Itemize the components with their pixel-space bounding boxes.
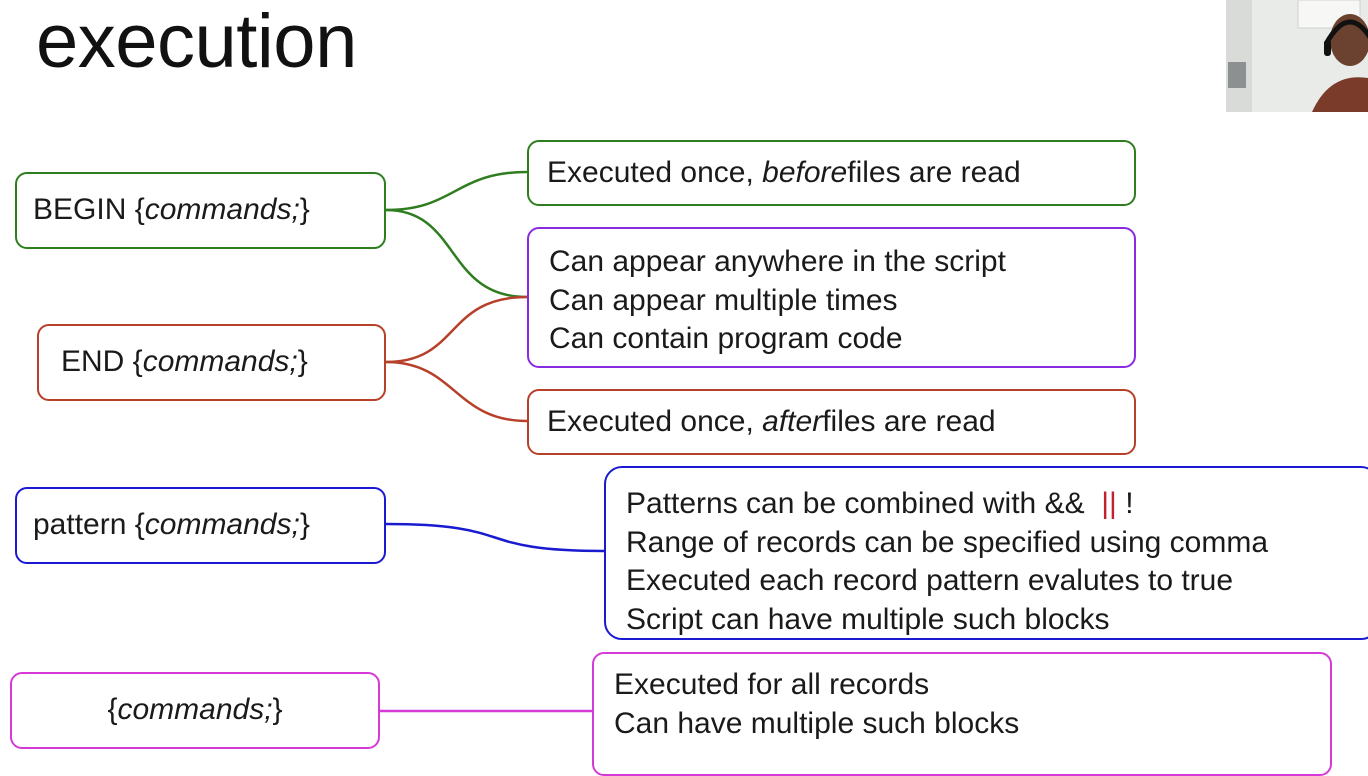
slide-title: execution [36,0,357,84]
end-note-emphasis: after [762,404,823,438]
begin-close-brace: } [299,193,310,227]
pattern-connector [385,522,605,553]
pattern-note: Patterns can be combined with && || ! Ra… [604,466,1368,640]
end-keyword: END { [61,345,143,379]
pattern-commands: commands; [144,508,300,542]
pattern-close-brace: } [299,508,310,542]
begin-to-common-connector [385,208,528,299]
pattern-note-line: Script can have multiple such blocks [626,602,1110,636]
end-to-common-connector [385,295,528,364]
begin-commands: commands; [144,193,300,227]
common-note: Can appear anywhere in the script Can ap… [527,227,1136,368]
end-note-pre: Executed once, [547,404,754,438]
pattern-note-line1-text: Patterns can be combined with && [626,487,1093,520]
common-note-line: Can contain program code [549,322,903,355]
end-note-post: files are read [822,404,996,438]
begin-note-emphasis: before [762,155,848,189]
begin-block-node: BEGIN { commands; } [15,172,386,249]
all-records-note-line: Executed for all records [614,668,930,701]
pattern-block-node: pattern { commands; } [15,487,386,564]
all-records-block-node: { commands; } [10,672,380,749]
all-keyword: { [107,693,118,727]
begin-note-pre: Executed once, [547,155,754,189]
all-records-note-line: Can have multiple such blocks [614,706,1020,740]
all-records-note: Executed for all records Can have multip… [592,652,1332,776]
begin-keyword: BEGIN { [33,193,145,227]
end-block-node: END { commands; } [37,324,386,401]
pattern-note-line: Range of records can be specified using … [626,525,1269,559]
all-commands: commands; [117,693,273,727]
begin-to-before-connector [385,170,528,212]
pattern-note-line1-end: ! [1116,487,1134,520]
pattern-keyword: pattern { [33,508,145,542]
pattern-note-line: Executed each record pattern evalutes to… [626,564,1234,597]
end-to-after-connector [385,360,528,423]
or-operator-highlight: || [1101,487,1117,520]
common-note-line: Can appear anywhere in the script [549,245,1006,278]
end-commands: commands; [142,345,298,379]
begin-note: Executed once, before files are read [527,140,1136,206]
end-close-brace: } [297,345,308,379]
all-close-brace: } [272,693,283,727]
begin-note-post: files are read [847,155,1021,189]
presenter-webcam-icon [1226,0,1368,112]
presenter-webcam-image [1226,0,1368,112]
pattern-note-line: Patterns can be combined with && || ! [626,485,1368,524]
end-note: Executed once, after files are read [527,389,1136,455]
common-note-line: Can appear multiple times [549,283,898,317]
